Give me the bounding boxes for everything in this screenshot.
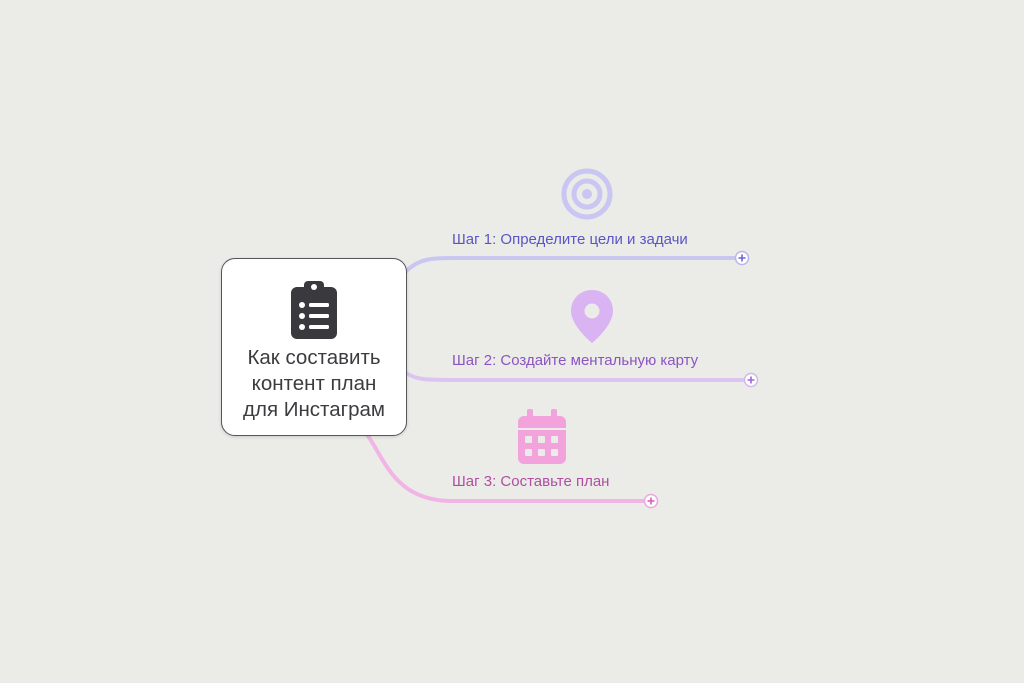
branch-3-label[interactable]: Шаг 3: Составьте план: [452, 473, 610, 490]
root-title: Как составить контент план для Инстаграм: [224, 345, 404, 423]
root-title-line: для Инстаграм: [243, 398, 385, 421]
branch-2-connector: [403, 370, 753, 382]
clipboard-list-icon: [291, 281, 337, 339]
branch-1-connector: [403, 256, 744, 274]
target-icon: [561, 168, 613, 220]
branch-2-label[interactable]: Шаг 2: Создайте ментальную карту: [452, 352, 699, 369]
branch-2-expand-button[interactable]: [743, 372, 759, 388]
root-node[interactable]: Как составить контент план для Инстаграм: [221, 258, 407, 436]
calendar-icon: [518, 409, 566, 464]
branch-1-expand-button[interactable]: [734, 250, 750, 266]
branch-3-connector: [366, 434, 653, 503]
map-pin-icon: [571, 290, 613, 343]
root-title-line: Как составить: [247, 346, 381, 369]
branch-1-label[interactable]: Шаг 1: Определите цели и задачи: [452, 231, 688, 248]
root-title-line: контент план: [251, 372, 377, 395]
branch-3-expand-button[interactable]: [643, 493, 659, 509]
